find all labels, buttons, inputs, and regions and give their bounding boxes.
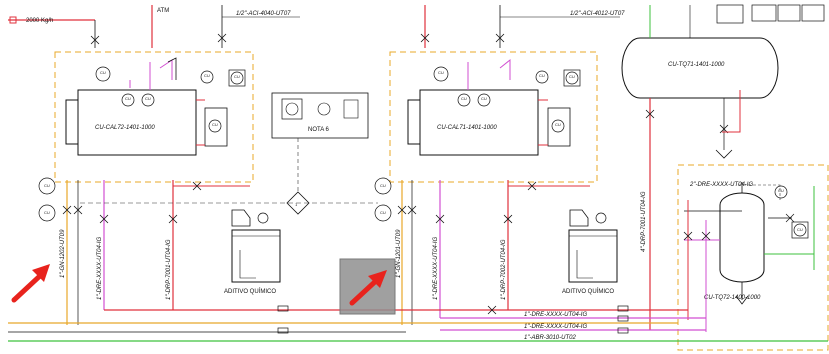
bottom-label-2: 1"-DRE-XXXX-UT04-IG (524, 324, 587, 330)
svg-text:CU: CU (438, 70, 444, 75)
boiler-right-boundary (389, 51, 598, 183)
bottom-label-3: 1"-ABR-3010-UT02 (524, 335, 576, 341)
additive-left-label: ADITIVO QUÍMICO (224, 288, 276, 295)
svg-text:CU: CU (234, 74, 240, 79)
mid-pink-label: 1"-DRE-XXXX-UT04-IG (433, 237, 439, 300)
tank2-top-label: 2"-DRE-XXXX-UT04-IG (689, 182, 753, 188)
additive-left-assembly (173, 181, 281, 283)
tank-top-right (621, 4, 825, 99)
instrument-bubbles-right (433, 66, 581, 133)
svg-text:CU: CU (481, 96, 487, 101)
instrument-bubbles-left (95, 66, 246, 133)
valve-icon (420, 33, 430, 43)
svg-text:CU: CU (555, 122, 561, 127)
left-pink-label: 1"-DRE-XXXX-UT04-IG (97, 237, 103, 300)
tank-top-label: CU-TQ71-1401-1000 (668, 62, 725, 68)
instrument-tags-tank-right: CU CU (778, 188, 803, 232)
svg-text:CU: CU (797, 227, 803, 232)
svg-text:CU: CU (461, 96, 467, 101)
note-label: NOTA 6 (308, 127, 330, 133)
annotation-arrow-left (11, 264, 50, 303)
interlock-diamond: 1 (286, 138, 310, 215)
mid-riser-label: 1"-GN-1201-UT09 (396, 229, 402, 278)
boiler-right (407, 89, 571, 156)
boiler-left (65, 89, 228, 156)
svg-text:CU: CU (778, 188, 784, 193)
boiler-right-label: CU-CAL71-1401-1000 (437, 125, 497, 131)
svg-text:CU: CU (569, 74, 575, 79)
tank-right (719, 182, 815, 305)
bottom-label-1: 1"-DRE-XXXX-UT04-IG (524, 312, 587, 318)
svg-text:CU: CU (44, 183, 50, 188)
svg-text:CU: CU (380, 210, 386, 215)
svg-text:CU: CU (145, 96, 151, 101)
additive-right-label: ADITIVO QUÍMICO (562, 288, 614, 295)
svg-text:CU: CU (204, 73, 210, 78)
instrument-tags-right: CU CU CU CU CU CU (438, 70, 575, 127)
left-riser-label: 1"-GN-1202-UT09 (60, 229, 66, 278)
boiler-left-boundary (54, 51, 254, 183)
left-riser-group: CU CU (38, 177, 178, 325)
valve-icon (217, 33, 227, 43)
tank-right-label: CU-TQ72-1400-1000 (704, 295, 761, 301)
tank-line-label: 4"-DRP-7001-UT04-IG (641, 191, 647, 252)
svg-text:CU: CU (44, 210, 50, 215)
bottom-headers (8, 305, 828, 342)
mid-red-label: 1"-DRP-7002-UT04-IG (501, 239, 507, 300)
svg-text:CU: CU (539, 73, 545, 78)
note-box (271, 92, 369, 139)
mid-riser-group: CU CU (374, 177, 513, 325)
feed-line-top (8, 16, 100, 48)
svg-text:1: 1 (295, 202, 298, 207)
annotation-arrow-center (349, 270, 387, 306)
instrument-tags-left: CU CU CU CU CU CU (100, 70, 240, 127)
svg-text:CU: CU (100, 70, 106, 75)
svg-text:CU: CU (380, 183, 386, 188)
line-label-top-center: 1/2"-ACI-4040-UT07 (236, 11, 291, 17)
boiler-left-label: CU-CAL72-1401-1000 (95, 125, 155, 131)
flow-rate-label: 2000 Kg/h (26, 18, 53, 24)
tank-right-boundary (677, 164, 829, 351)
line-label-top-right: 1/2"-ACI-4012-UT07 (570, 11, 625, 17)
atm-label: ATM (157, 8, 169, 14)
left-red-label: 1"-DRP-7001-UT04-IG (166, 239, 172, 300)
svg-text:CU: CU (125, 96, 131, 101)
additive-right-assembly (508, 181, 618, 283)
svg-text:CU: CU (212, 122, 218, 127)
valve-icon (495, 33, 505, 43)
